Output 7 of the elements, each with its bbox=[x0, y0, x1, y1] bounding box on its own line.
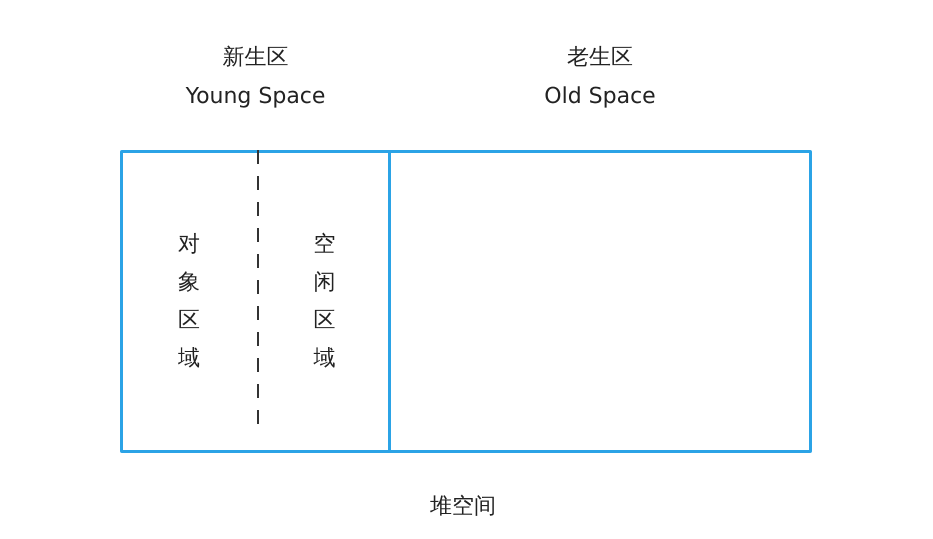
area-label: 空闲区域 bbox=[258, 150, 391, 453]
area-label: 对象区域 bbox=[120, 150, 258, 453]
caption: 堆空间 bbox=[429, 493, 497, 521]
region-heading: 新生区 bbox=[222, 44, 290, 72]
region-heading: Young Space bbox=[184, 83, 326, 111]
region-heading: 老生区 bbox=[566, 44, 634, 72]
region-heading: Old Space bbox=[543, 83, 657, 111]
